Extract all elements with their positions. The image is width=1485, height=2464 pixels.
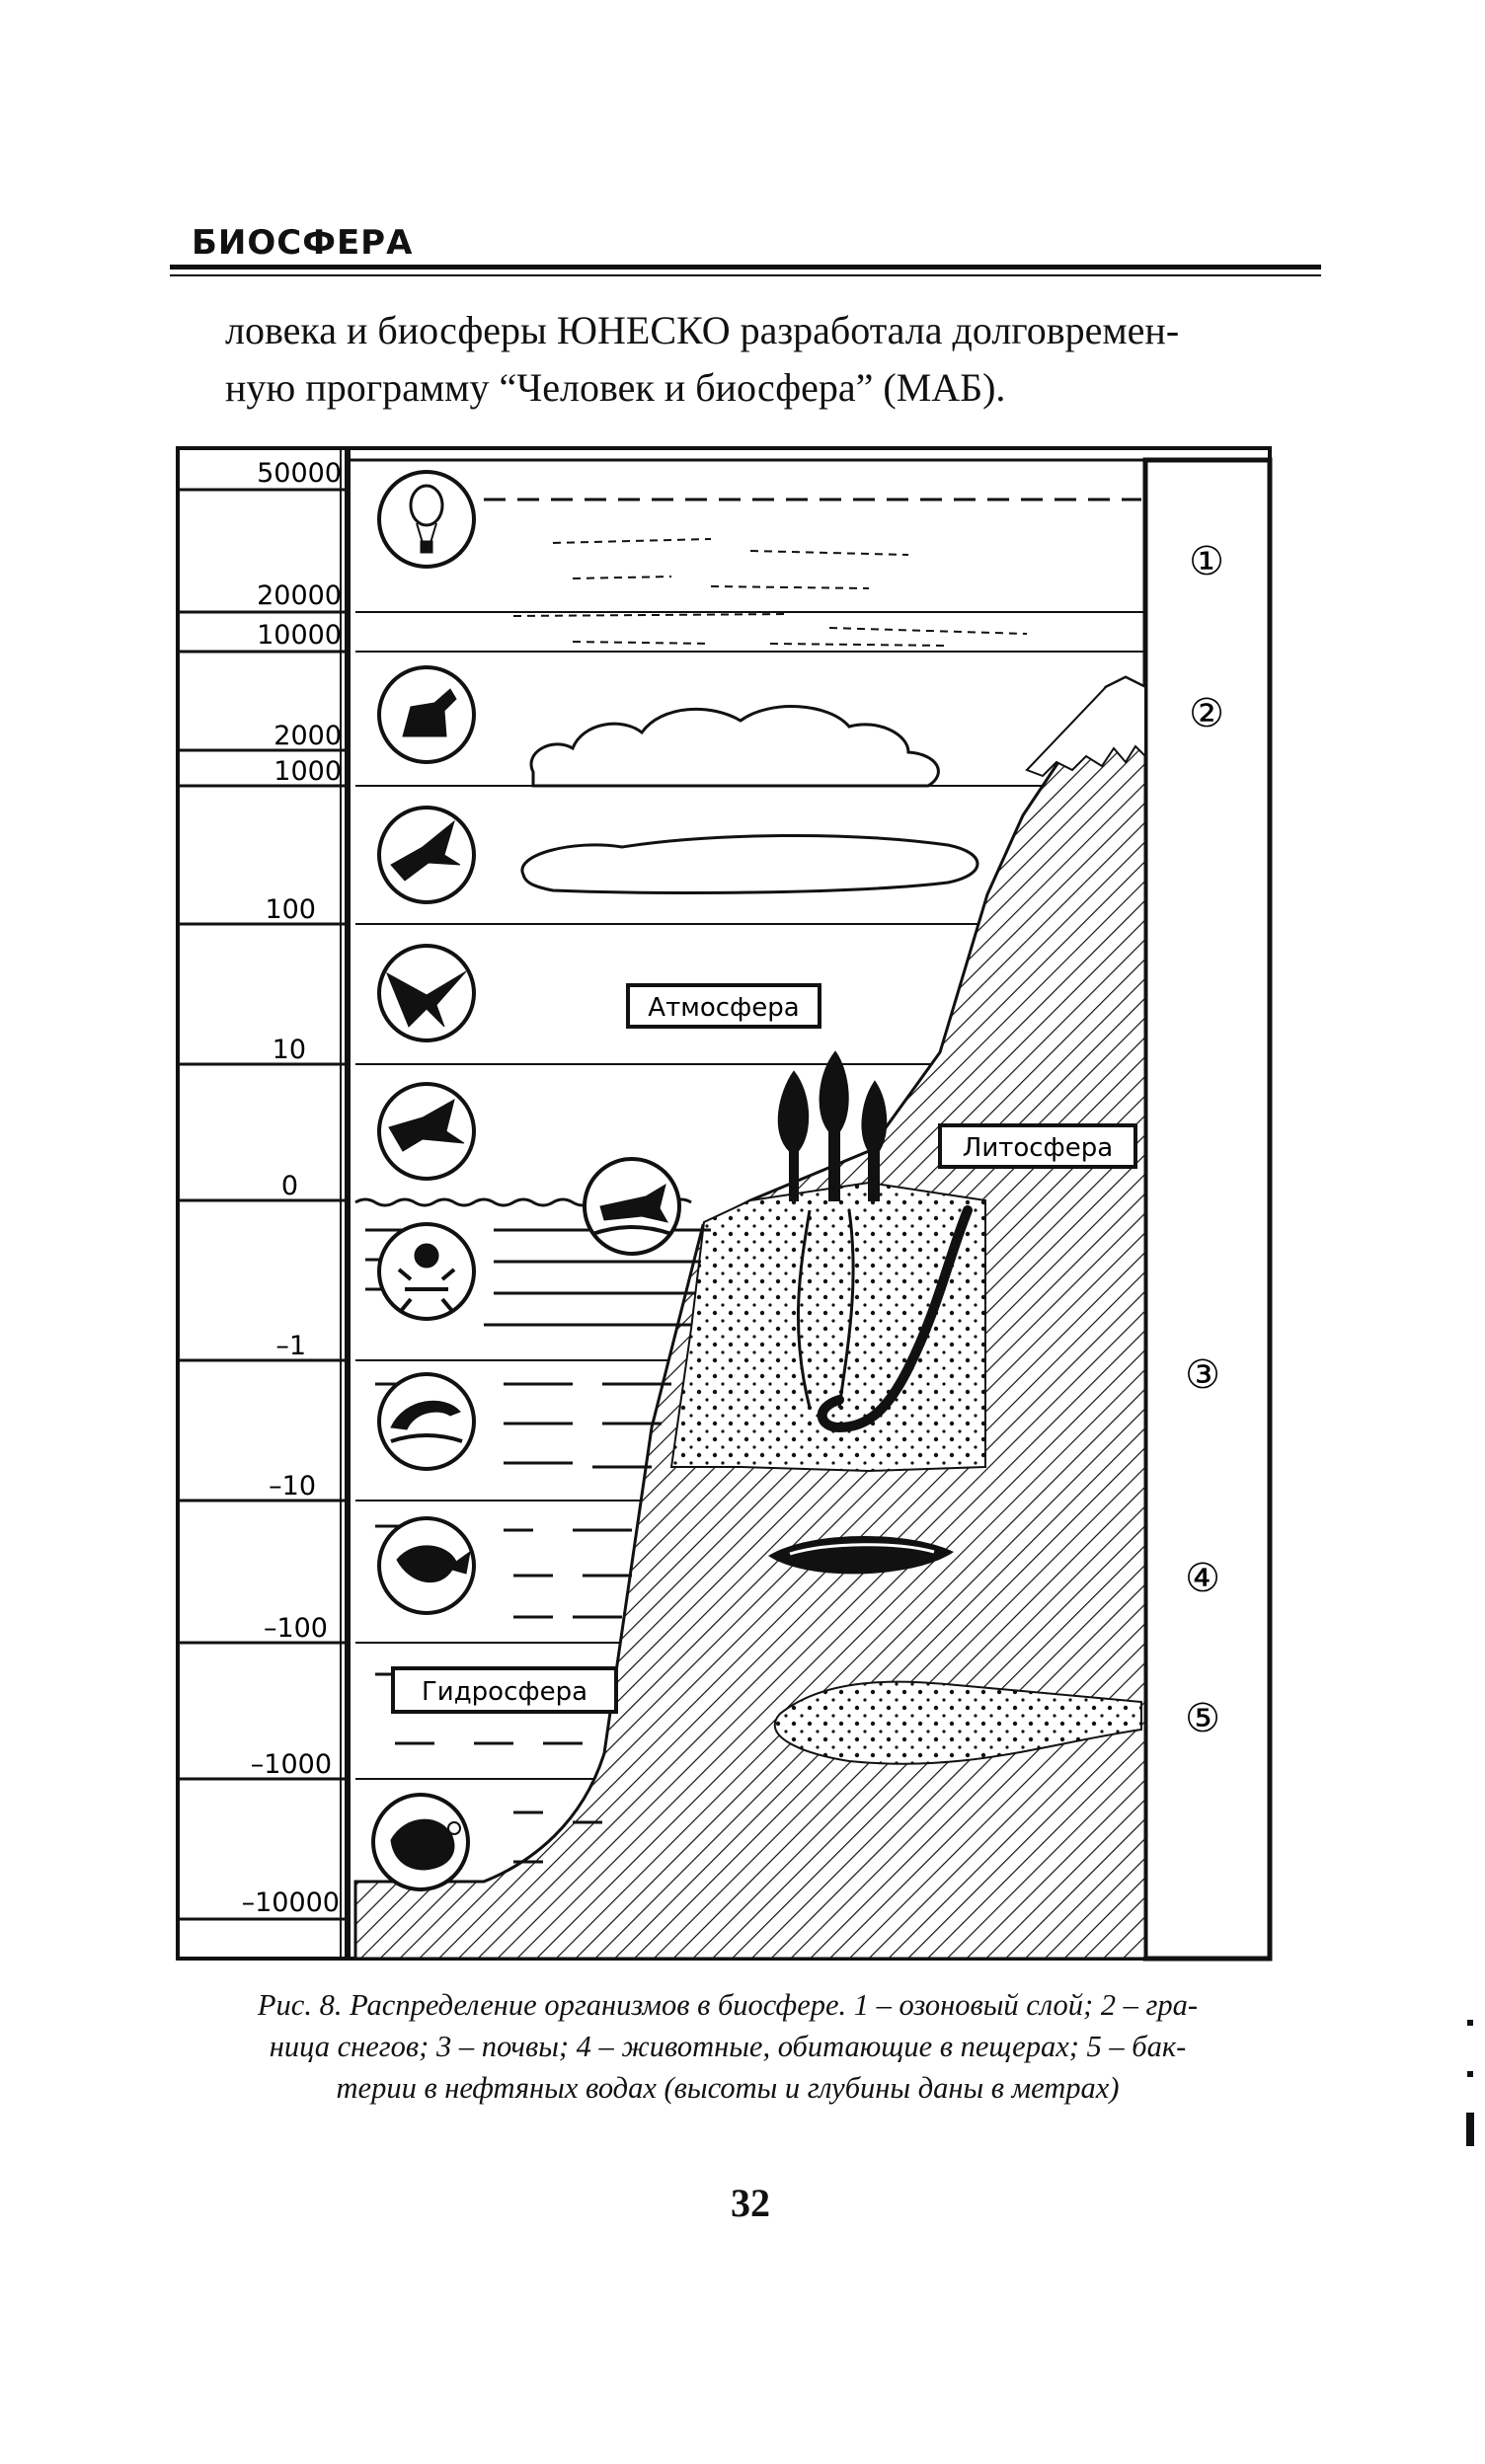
marker-2: ②	[1189, 691, 1224, 736]
intro-line-1: ловека и биосферы ЮНЕСКО разработала дол…	[225, 308, 1180, 352]
label-atmosphere: Атмосфера	[626, 983, 821, 1029]
high-atmosphere-streaks	[512, 538, 1028, 647]
soil-layer	[669, 1181, 986, 1473]
running-header: БИОСФЕРА	[192, 223, 414, 263]
intro-line-2: ную программу “Человек и биосфера” (МАБ)…	[225, 365, 1006, 410]
caption-line-3: терии в нефтяных водах (высоты и глубины…	[336, 2071, 1120, 2105]
scan-mark	[1466, 2113, 1474, 2146]
scale-label-100: 100	[265, 894, 316, 925]
scale-label-10: 10	[273, 1035, 306, 1065]
scan-mark	[1467, 2071, 1473, 2077]
scan-mark	[1467, 2020, 1473, 2026]
header-rule-thick	[170, 265, 1321, 270]
clouds	[520, 705, 979, 894]
label-lithosphere: Литосфера	[938, 1123, 1137, 1169]
label-hydrosphere-text: Гидросфера	[422, 1677, 587, 1707]
scale-label-0: 0	[281, 1171, 298, 1201]
swift-bird-icon	[377, 944, 476, 1042]
scale-label-50000: 50000	[257, 458, 342, 489]
oil-water-lens	[773, 1680, 1142, 1765]
marker-5: ⑤	[1185, 1696, 1220, 1741]
label-hydrosphere: Гидросфера	[391, 1666, 618, 1714]
organism-icon-glyphs	[386, 484, 672, 1871]
scale-label-minus-1: –1	[275, 1331, 306, 1361]
trees	[777, 1050, 888, 1409]
caption-line-1: Рис. 8. Распределение организмов в биосф…	[257, 1988, 1199, 2022]
caption-line-2: ница снегов; 3 – почвы; 4 – животные, об…	[269, 2030, 1187, 2063]
altitude-scale: 50000 20000 10000 2000 1000 100 10 0 –1 …	[176, 446, 351, 1961]
earthworm	[817, 1205, 973, 1433]
snow-cap	[1025, 675, 1146, 778]
figure-caption: Рис. 8. Распределение организмов в биосф…	[160, 1984, 1295, 2109]
scale-label-1000: 1000	[274, 756, 342, 787]
label-lithosphere-text: Литосфера	[963, 1133, 1113, 1163]
scale-label-minus-10: –10	[269, 1471, 316, 1502]
scale-label-minus-100: –100	[264, 1613, 328, 1644]
page-number: 32	[731, 2181, 770, 2225]
biosphere-figure: 50000 20000 10000 2000 1000 100 10 0 –1 …	[176, 446, 1273, 1962]
scale-label-2000: 2000	[274, 721, 342, 751]
intro-paragraph: ловека и биосферы ЮНЕСКО разработала дол…	[225, 302, 1331, 417]
marker-column: ① ② ③ ④ ⑤	[1142, 457, 1273, 1962]
scale-label-minus-1000: –1000	[251, 1749, 332, 1780]
scale-label-minus-10000: –10000	[242, 1887, 340, 1918]
header-rule-thin	[170, 274, 1321, 276]
jellyfish-crab-icon	[377, 1222, 476, 1321]
scale-label-10000: 10000	[257, 620, 342, 651]
dolphin-icon	[377, 1372, 476, 1471]
label-atmosphere-text: Атмосфера	[648, 993, 799, 1023]
scale-label-20000: 20000	[257, 580, 342, 611]
marker-4: ④	[1185, 1556, 1220, 1601]
marker-1: ①	[1189, 539, 1224, 584]
marker-3: ③	[1185, 1352, 1220, 1398]
